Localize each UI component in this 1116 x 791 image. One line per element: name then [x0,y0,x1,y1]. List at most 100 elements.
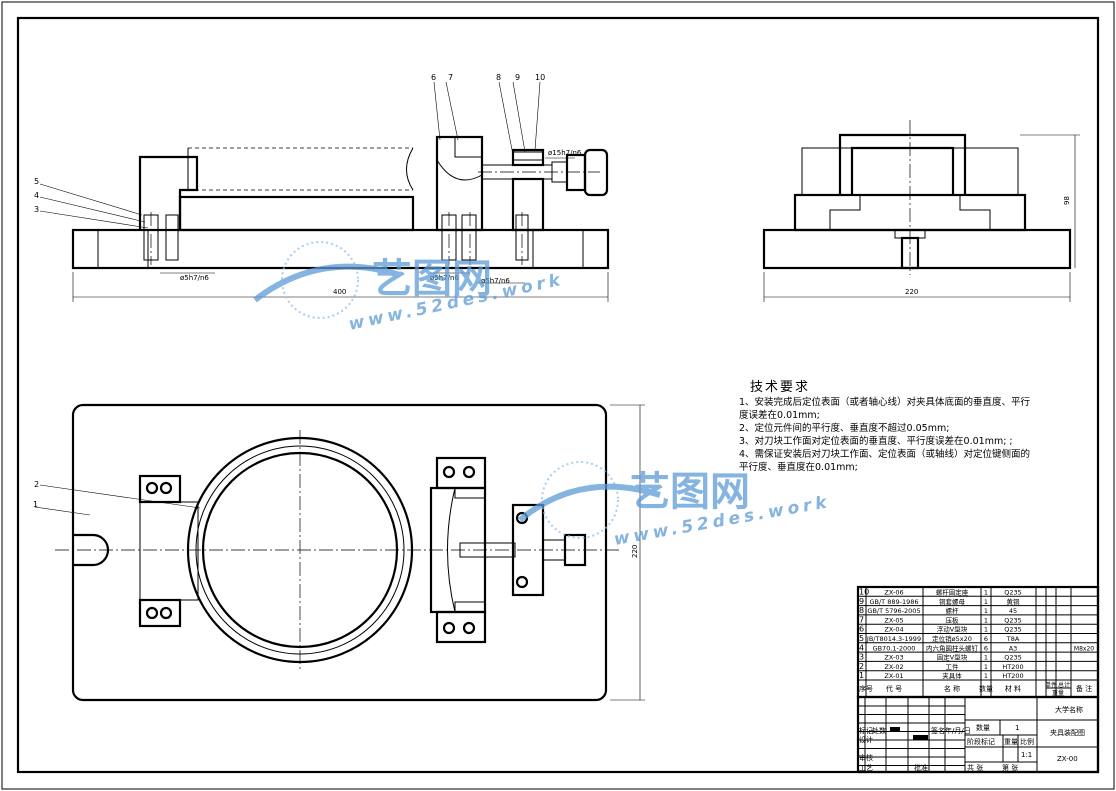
tech-item: 3、对刀块工作面对定位表面的垂直度、平行度误差在0.01mm; ; [739,436,1013,447]
bom-material: 45 [1009,607,1017,615]
bom-header-note: 备 注 [1076,684,1092,693]
qty-value: 1 [1015,724,1019,732]
bom-qty: 1 [984,626,988,634]
bom-name: 内六角圆柱头螺钉 [926,643,979,652]
svg-text:艺图网: 艺图网 [372,256,492,302]
title-block: 大学名称 夹具装配图 ZX-00 数量 1 阶段标记 重量 比例 1:1 共 张… [856,695,1100,774]
callout-9: 9 [515,73,520,82]
bom-code: JB/T8014.3-1999 [866,635,921,643]
process-label: 工艺 [859,764,873,772]
bom-material: Q235 [1004,589,1022,597]
bom-material: Q235 [1004,626,1022,634]
bom-name: 夹具体 [942,671,962,680]
bom-name: 铜套螺母 [939,597,966,606]
bom-name: 固定V型块 [937,653,968,662]
dim-top-height: 220 [631,545,639,558]
callout-6: 6 [431,73,436,82]
bom-material: Q235 [1004,654,1022,662]
callout-5: 5 [34,177,39,186]
scale-value: 1:1 [1021,751,1032,759]
bom-header-no: 序号 [859,684,873,693]
sheet-no: 第 张 [1002,763,1018,772]
approve-label: 批准 [914,763,928,772]
callout-10: 10 [535,73,545,82]
side-view [762,120,1080,302]
bom-header-qty: 数量 [979,684,993,693]
school-name: 大学名称 [1055,705,1083,714]
bom-name: 螺杆 [946,606,960,615]
bom-qty: 1 [984,589,988,597]
bom-material: HT200 [1002,663,1023,671]
bom-name: 螺杆固定座 [936,588,969,597]
technical-requirements: 技术要求 1、安装完成后定位表面（或者轴心线）对夹具体底面的垂直度、平行度误差在… [739,380,1039,474]
weight-label: 重量 [1004,738,1018,746]
bom-code: GB/T 889-1986 [869,598,918,606]
bom-name: 浮动V型块 [937,625,968,634]
callout-8: 8 [496,73,501,82]
drawing-name: 夹具装配图 [1050,728,1085,737]
dim-front-width: 400 [333,288,346,296]
bom-qty: 6 [984,644,988,652]
tech-item: 4、需保证安装后对刀块工作面、定位表面（或轴线）对定位键侧面的平行度、垂直度在0… [739,449,1031,473]
tech-item: 1、安装完成后定位表面（或者轴心线）对夹具体底面的垂直度、平行度误差在0.01m… [739,397,1031,421]
dim-fit-mid: ø5h7/n6 [430,274,459,282]
bom-code: ZX-05 [884,616,903,624]
bom-code: ZX-06 [884,589,903,597]
dim-fit-screw: ø15h7/n6 [548,149,582,157]
bom-no: 6 [859,625,864,634]
bom-code: GB/T 5796-2005 [867,607,920,615]
bom-qty: 1 [984,607,988,615]
bom-qty: 1 [984,672,988,680]
callout-7: 7 [448,73,453,82]
bom-code: ZX-01 [884,672,903,680]
bom-code: GB70.1-2000 [873,644,916,652]
top-view [34,403,645,702]
bom-qty: 6 [984,635,988,643]
callout-3: 3 [34,205,39,214]
tech-title: 技术要求 [750,380,811,395]
watermark-1: 艺图网 www.52des.work [253,241,566,335]
bom-qty: 1 [984,663,988,671]
scale-label: 比例 [1020,737,1034,746]
bom-code: ZX-02 [884,663,903,671]
bom-material: 黄铜 [1007,597,1021,606]
bom-header-weight: 重量 [1052,689,1064,697]
watermark-2: 艺图网 www.52des.work [518,461,832,550]
bom-no: 10 [859,588,869,597]
bom-no: 7 [859,615,864,624]
bom-header-total-weight: 总计 [1058,681,1070,689]
dim-fit-left: ø5h7/n6 [180,274,209,282]
bom-no: 3 [859,653,864,662]
stage-label: 阶段标记 [967,737,995,746]
bom-no: 1 [859,671,864,680]
bom-qty: 1 [984,616,988,624]
bom-name: 工件 [946,662,960,671]
bom-header-material: 材 料 [1005,684,1021,693]
dim-side-width: 220 [905,288,918,296]
bom-no: 8 [859,606,864,615]
callout-4: 4 [34,191,39,200]
dim-side-height: 98 [1063,196,1071,205]
bom-material: HT200 [1002,672,1023,680]
review-label: 审核 [859,753,873,762]
bom-no: 2 [859,662,864,671]
bom-no: 9 [859,597,864,606]
bom-qty: 1 [984,598,988,606]
bom-header-unit-weight: 单件 [1045,681,1057,689]
svg-text:艺图网: 艺图网 [630,469,750,515]
bom-no: 4 [859,643,864,652]
callout-1: 1 [33,500,38,509]
qty-label: 数量 [976,723,990,732]
bom-name: 定位销ø5x20 [932,634,972,643]
bom-code: ZX-03 [884,654,903,662]
count-label: 处数 [872,726,886,735]
bom-material: A3 [1009,644,1018,652]
bom-header-code: 代 号 [886,684,902,693]
bom-header-name: 名 称 [944,684,960,693]
bom-note: M8x20 [1074,645,1094,652]
callout-2: 2 [34,480,39,489]
dim-fit-right: ø5h7/n6 [481,277,510,285]
